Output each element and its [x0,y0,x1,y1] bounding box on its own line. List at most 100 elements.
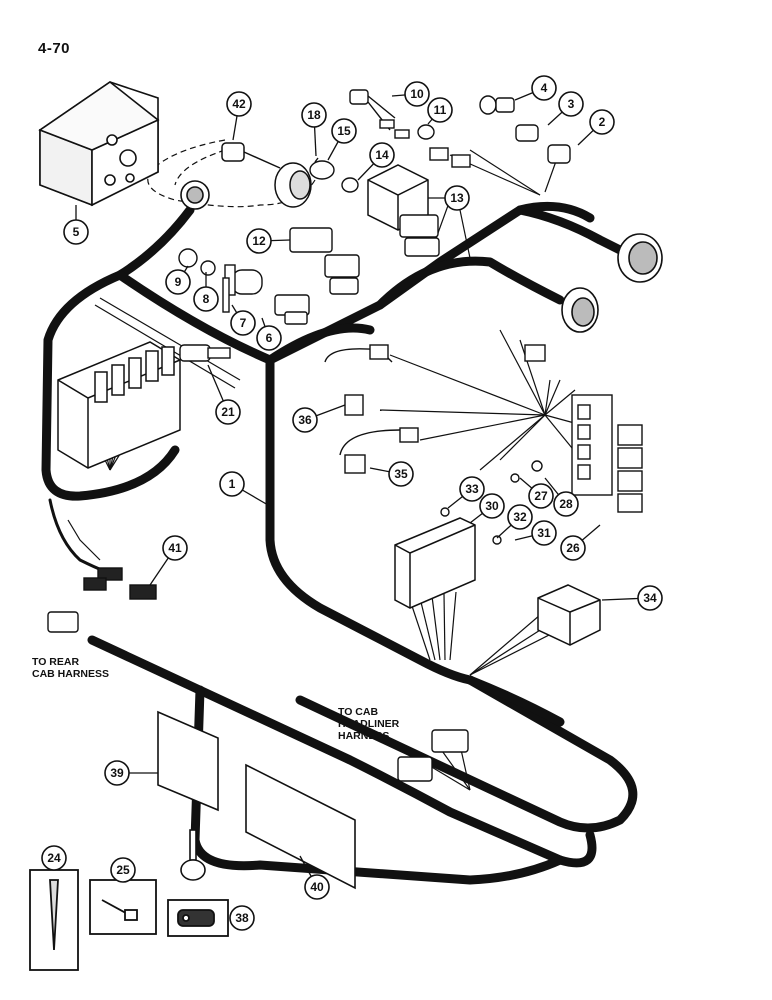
callout-number-41: 41 [168,541,182,555]
small-components [309,89,571,193]
detail-circle-24 [41,845,67,871]
callout-number-39: 39 [110,766,124,780]
callout-13: 13 [428,185,470,211]
callout-number-27: 27 [534,489,548,503]
callout-circle-3 [558,91,584,117]
callout-number-13: 13 [450,191,464,205]
callout-circle-12 [246,228,272,254]
callout-30: 30 [469,493,505,524]
callout-circle-18 [301,102,327,128]
callout-number-18: 18 [307,108,321,122]
detail-circle-25 [110,857,136,883]
callout-number-9: 9 [175,275,182,289]
callout-circle-9 [165,269,191,295]
thin-wires [67,139,601,791]
alarm-unit [221,142,312,208]
callouts: 1234567891011121314151821262728303132333… [63,75,663,900]
callout-31: 31 [514,520,557,546]
callout-number-42: 42 [232,97,246,111]
callout-circle-4 [531,75,557,101]
headliner-connectors [397,729,469,782]
callout-circle-34 [637,585,663,611]
callout-circle-14 [369,142,395,168]
detail-label-24: 24 [41,845,67,871]
callout-10: 10 [391,81,430,107]
fuse-block [57,341,181,469]
page-number: 4-70 [38,40,71,57]
callout-number-7: 7 [240,316,247,330]
callout-circle-10 [404,81,430,107]
callout-number-1: 1 [229,477,236,491]
callout-number-12: 12 [252,234,266,248]
callout-number-14: 14 [375,148,389,162]
callout-4: 4 [514,75,557,101]
detail-number-24: 24 [47,851,61,865]
callout-circle-28 [553,491,579,517]
callout-number-6: 6 [266,331,273,345]
callout-number-10: 10 [410,87,424,101]
callout-number-40: 40 [310,880,324,894]
callout-number-15: 15 [337,124,351,138]
callout-1: 1 [219,471,269,506]
callout-circle-6 [256,325,282,351]
connector-rear [47,611,79,633]
instrument-cluster [38,81,160,207]
callout-number-35: 35 [394,467,408,481]
callout-5: 5 [63,205,89,245]
callout-8: 8 [193,272,219,312]
callout-circle-31 [531,520,557,546]
detail-boxes [29,869,229,971]
callout-circle-7 [230,310,256,336]
callout-circle-40 [304,874,330,900]
callout-39: 39 [104,760,158,786]
callout-number-34: 34 [643,591,657,605]
callout-circle-2 [589,109,615,135]
note-rear-cab-line1: TO REAR [32,656,80,668]
callout-41: 41 [149,535,188,586]
callout-circle-42 [226,91,252,117]
callout-circle-26 [560,535,586,561]
callout-circle-8 [193,286,219,312]
callout-circle-36 [292,407,318,433]
note-rear-cab-line2: CAB HARNESS [32,668,110,680]
callout-15: 15 [327,118,357,161]
callout-33: 33 [447,476,485,509]
callout-number-8: 8 [203,292,210,306]
callout-34: 34 [601,585,663,611]
callout-number-33: 33 [465,482,479,496]
callout-number-26: 26 [566,541,580,555]
callout-circle-33 [459,476,485,502]
callout-35: 35 [369,461,414,487]
callout-circle-32 [507,504,533,530]
callout-number-32: 32 [513,510,527,524]
callout-number-31: 31 [537,526,551,540]
switch-assemblies [324,344,546,474]
callout-circle-41 [162,535,188,561]
detail-label-25: 25 [110,857,136,883]
callout-6: 6 [256,317,282,351]
callout-circle-35 [388,461,414,487]
panels [157,710,356,890]
callout-3: 3 [547,91,584,126]
callout-number-30: 30 [485,499,499,513]
callout-18: 18 [301,102,327,157]
callout-28: 28 [544,477,579,517]
note-rear-cab-harness: TO REAR CAB HARNESS [32,656,109,680]
sensor-21 [179,344,231,362]
callout-number-5: 5 [73,225,80,239]
callout-27: 27 [519,477,554,509]
callout-circle-5 [63,219,89,245]
callout-9: 9 [165,265,191,295]
callout-circle-11 [427,97,453,123]
callout-14: 14 [357,142,395,181]
round-connectors [180,180,663,333]
module-30 [394,517,476,609]
callout-circle-30 [479,493,505,519]
callout-7: 7 [230,304,256,336]
detail-box-25 [89,879,157,935]
callout-11: 11 [427,97,453,125]
callout-circle-1 [219,471,245,497]
callout-2: 2 [577,109,615,146]
callout-number-4: 4 [541,81,548,95]
